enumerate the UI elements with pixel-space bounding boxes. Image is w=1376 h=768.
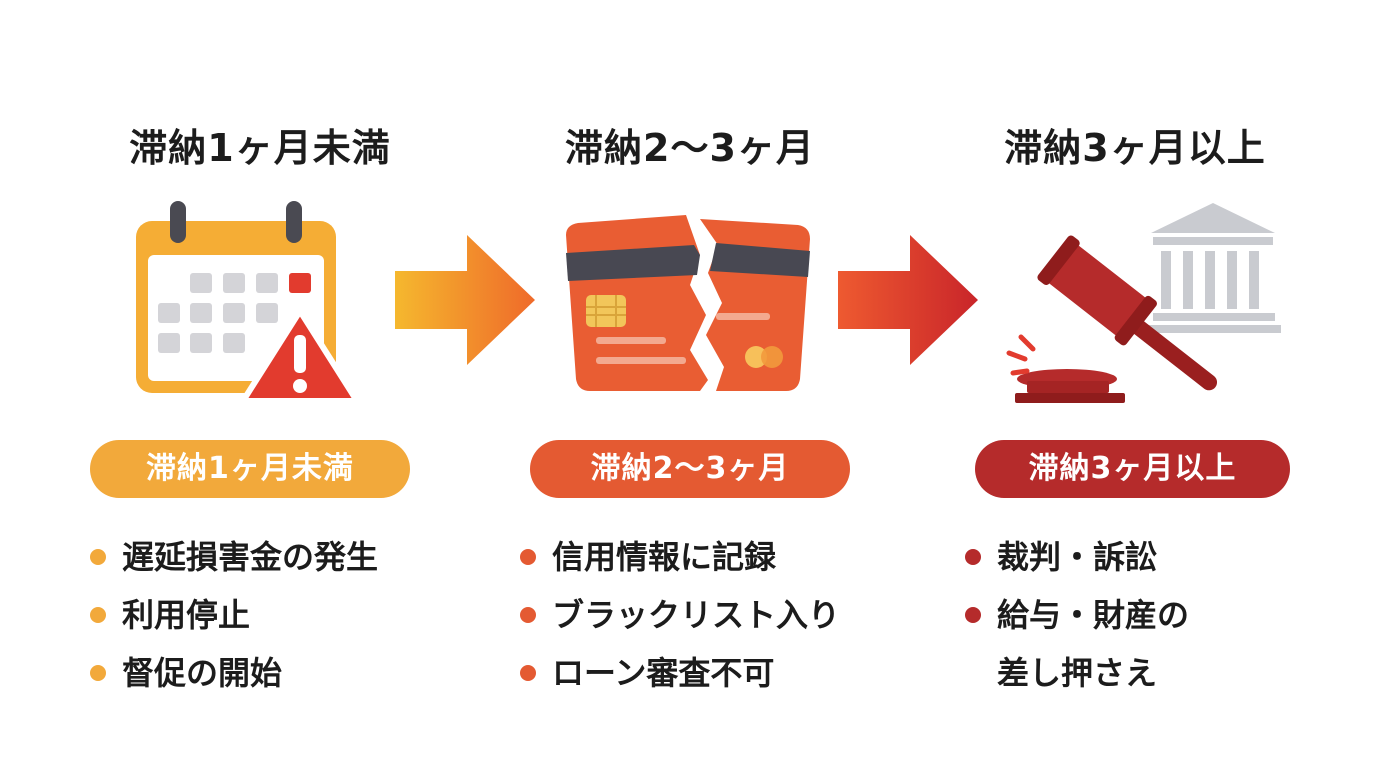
stage-title: 滞納3ヶ月以上 — [1004, 126, 1266, 170]
list-item: 利用停止 — [90, 586, 440, 644]
list-item-text: ローン審査不可 — [552, 654, 775, 692]
stage-1: 滞納1ヶ月未満 滞納1ヶ月未 — [80, 0, 440, 768]
list-item-text: ブラックリスト入り — [552, 596, 841, 634]
list-item-text: 信用情報に記録 — [552, 538, 777, 576]
consequence-list: 遅延損害金の発生 利用停止 督促の開始 — [90, 528, 440, 702]
bullet-dot-icon — [520, 665, 536, 681]
stage-badge: 滞納3ヶ月以上 — [975, 440, 1290, 498]
list-item: ブラックリスト入り — [520, 586, 870, 644]
arrow-right-icon — [395, 235, 545, 365]
list-item: 裁判・訴訟 — [965, 528, 1315, 586]
bullet-dot-icon — [520, 607, 536, 623]
calendar-warning-icon — [110, 195, 410, 420]
stage-badge: 滞納2〜3ヶ月 — [530, 440, 850, 498]
bullet-dot-icon — [965, 549, 981, 565]
consequence-list: 信用情報に記録 ブラックリスト入り ローン審査不可 — [520, 528, 870, 702]
stage-2: 滞納2〜3ヶ月 滞納2〜3ヶ月 信用情報に記録 ブラックリスト入り ローン審査不… — [510, 0, 870, 768]
list-item-text: 利用停止 — [122, 596, 251, 634]
arrow-right-icon — [838, 235, 988, 365]
list-item: 遅延損害金の発生 — [90, 528, 440, 586]
bullet-dot-icon — [965, 607, 981, 623]
stage-title: 滞納1ヶ月未満 — [129, 126, 391, 170]
list-item-text: 給与・財産の 差し押さえ — [997, 596, 1190, 692]
list-item-text: 督促の開始 — [122, 654, 283, 692]
list-item: ローン審査不可 — [520, 644, 870, 702]
list-item-text: 遅延損害金の発生 — [122, 538, 379, 576]
list-item-text: 裁判・訴訟 — [997, 538, 1158, 576]
bullet-dot-icon — [90, 607, 106, 623]
broken-credit-card-icon — [540, 195, 840, 420]
gavel-court-icon — [985, 195, 1285, 420]
bullet-dot-icon — [520, 549, 536, 565]
list-item: 督促の開始 — [90, 644, 440, 702]
stage-title: 滞納2〜3ヶ月 — [565, 126, 815, 170]
bullet-dot-icon — [90, 665, 106, 681]
list-item: 信用情報に記録 — [520, 528, 870, 586]
list-item: 給与・財産の 差し押さえ — [965, 586, 1315, 702]
bullet-dot-icon — [90, 549, 106, 565]
stage-3: 滞納3ヶ月以上 — [955, 0, 1315, 768]
consequence-list: 裁判・訴訟 給与・財産の 差し押さえ — [965, 528, 1315, 702]
stage-badge: 滞納1ヶ月未満 — [90, 440, 410, 498]
